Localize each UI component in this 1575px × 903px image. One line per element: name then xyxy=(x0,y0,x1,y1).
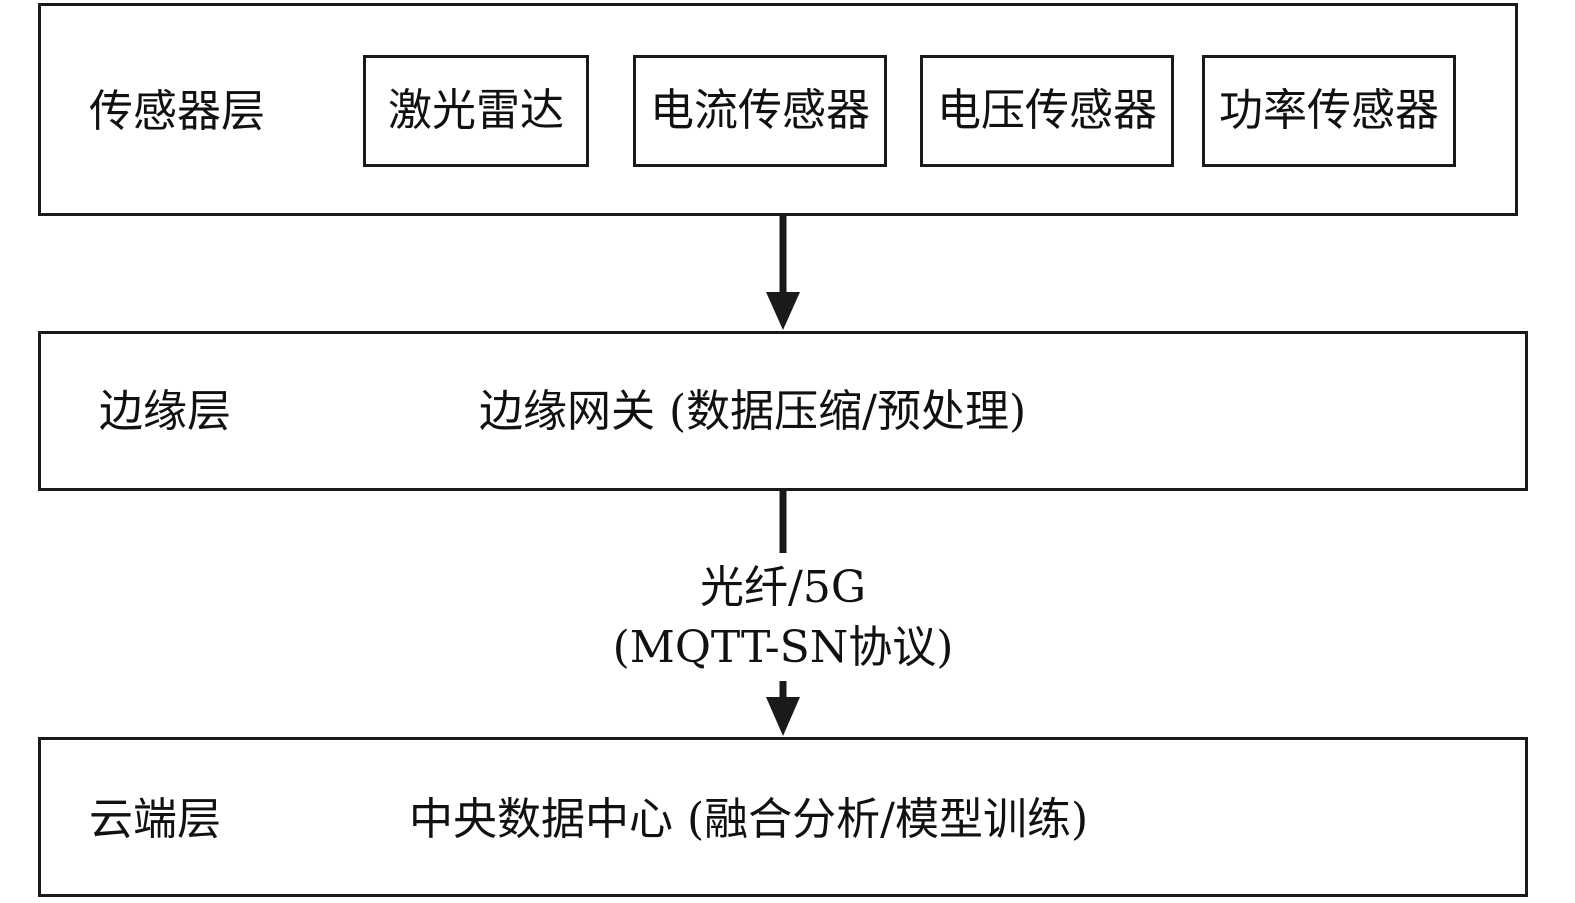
edge-layer-box: 边缘层 边缘网关 (数据压缩/预处理) xyxy=(38,331,1528,491)
link-protocol-label: (MQTT-SN协议) xyxy=(612,622,954,673)
sensor-power-box: 功率传感器 xyxy=(1202,55,1456,167)
sensor-lidar-box: 激光雷达 xyxy=(363,55,589,167)
cloud-layer-box: 云端层 中央数据中心 (融合分析/模型训练) xyxy=(38,737,1528,897)
sensor-power-label: 功率传感器 xyxy=(1219,85,1439,136)
sensor-lidar-label: 激光雷达 xyxy=(388,85,564,136)
arrow-sensor-to-edge-head xyxy=(766,292,800,330)
cloud-layer-label: 云端层 xyxy=(89,794,221,845)
sensor-layer-label: 传感器层 xyxy=(89,86,265,137)
sensor-layer-box: 传感器层 激光雷达 电流传感器 电压传感器 功率传感器 xyxy=(38,3,1518,216)
sensor-voltage-label: 电压传感器 xyxy=(937,85,1157,136)
sensor-voltage-box: 电压传感器 xyxy=(920,55,1174,167)
edge-layer-label: 边缘层 xyxy=(99,386,231,437)
sensor-current-box: 电流传感器 xyxy=(633,55,887,167)
arrow-edge-to-cloud-head xyxy=(766,697,800,736)
edge-layer-description: 边缘网关 (数据压缩/预处理) xyxy=(479,386,1027,437)
cloud-layer-description: 中央数据中心 (融合分析/模型训练) xyxy=(409,794,1089,845)
sensor-current-label: 电流传感器 xyxy=(650,85,870,136)
link-medium-label: 光纤/5G xyxy=(700,562,866,613)
